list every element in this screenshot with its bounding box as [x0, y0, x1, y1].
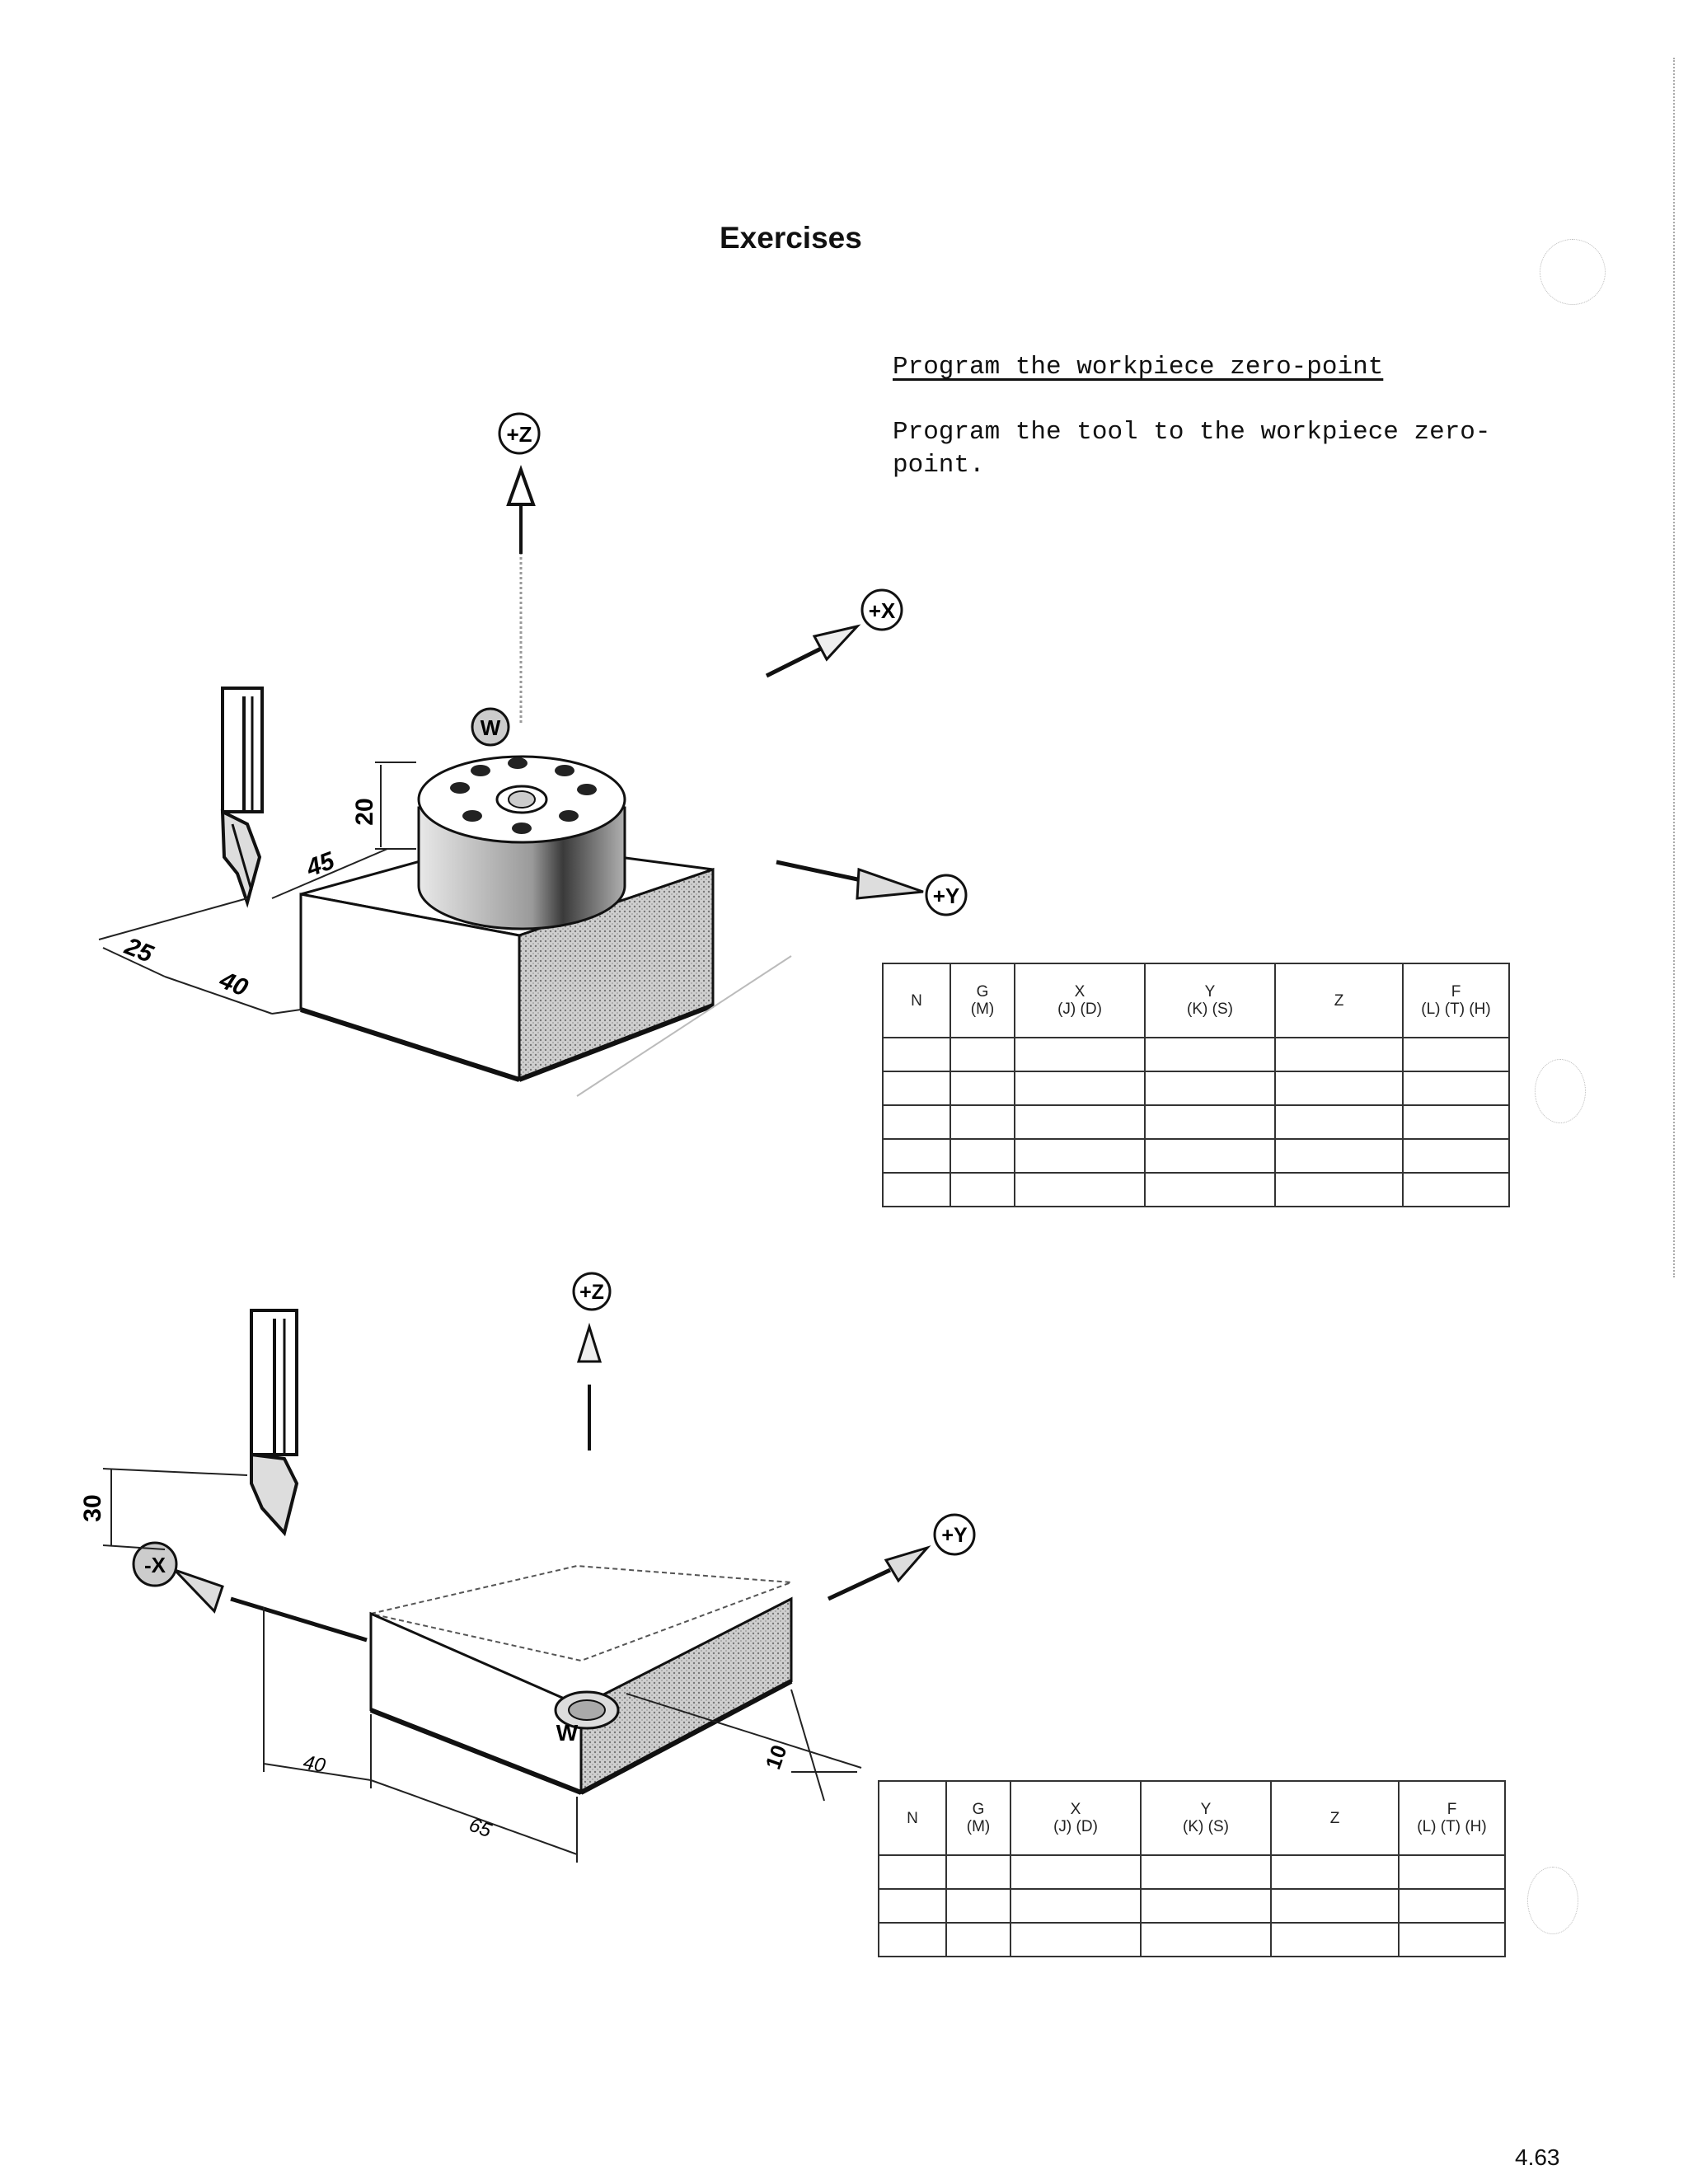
workpiece-zero-marker: W — [554, 1690, 620, 1746]
header-n: N — [878, 1780, 947, 1856]
page-title: Exercises — [720, 221, 862, 255]
task-instructions: Program the tool to the workpiece zero-p… — [893, 418, 1491, 480]
header-y: Y(K) (S) — [1144, 963, 1276, 1038]
header-g: G(M) — [945, 1780, 1011, 1856]
table-row — [878, 1888, 1506, 1924]
scan-speck — [1527, 1867, 1578, 1934]
table-header-row: N G(M) X(J) (D) Y(K) (S) Z F(L) (T) (H) — [878, 1780, 1506, 1856]
dimension-lines — [98, 762, 416, 1015]
header-f: F(L) (T) (H) — [1398, 1780, 1506, 1856]
task-heading: Program the workpiece zero-point — [893, 353, 1384, 382]
header-f: F(L) (T) (H) — [1402, 963, 1510, 1038]
y-axis-label: +Y — [933, 883, 960, 908]
header-g: G(M) — [950, 963, 1015, 1038]
scan-speck — [1535, 1059, 1586, 1123]
header-x: X(J) (D) — [1014, 963, 1146, 1038]
dimension-lines — [102, 1468, 862, 1863]
rectangular-block — [369, 1564, 793, 1795]
page-number: 4.63 — [1515, 2144, 1560, 2170]
table-row — [882, 1172, 1510, 1207]
dim-height-30: 30 — [79, 1494, 106, 1521]
header-y: Y(K) (S) — [1140, 1780, 1272, 1856]
table-row — [882, 1037, 1510, 1072]
program-table-2: N G(M) X(J) (D) Y(K) (S) Z F(L) (T) (H) — [878, 1780, 1506, 1957]
margin-dotted-line — [1673, 58, 1675, 1277]
y-axis-arrow: +Y — [827, 1513, 976, 1601]
z-axis-label: +Z — [579, 1281, 604, 1304]
table-header-row: N G(M) X(J) (D) Y(K) (S) Z F(L) (T) (H) — [882, 963, 1510, 1038]
cylinder-workpiece — [417, 755, 626, 930]
table-row — [882, 1138, 1510, 1174]
table-row — [878, 1922, 1506, 1957]
table-row — [882, 1104, 1510, 1140]
table-row — [882, 1071, 1510, 1106]
y-axis-label: +Y — [941, 1524, 968, 1547]
header-x: X(J) (D) — [1010, 1780, 1142, 1856]
zero-point-label: W — [481, 715, 501, 740]
x-axis-arrow: +X — [765, 588, 903, 678]
dim-offset-40: 40 — [302, 1751, 328, 1777]
z-axis-arrow: +Z — [498, 412, 541, 725]
workpiece-zero-marker: W — [471, 707, 510, 747]
z-axis-label: +Z — [506, 422, 532, 447]
dim-height-20: 20 — [351, 798, 378, 825]
header-z: Z — [1270, 1780, 1400, 1856]
negative-x-axis-arrow: -X — [132, 1541, 368, 1643]
dim-depth-10: 10 — [761, 1741, 792, 1772]
table-row — [878, 1854, 1506, 1890]
header-n: N — [882, 963, 951, 1038]
end-mill-tool — [220, 687, 264, 908]
x-axis-label: -X — [144, 1553, 166, 1577]
zero-point-label: W — [556, 1720, 579, 1746]
end-mill-tool — [250, 1309, 299, 1537]
dim-offset-65: 65 — [466, 1814, 495, 1843]
scan-speck — [1540, 239, 1606, 305]
z-axis-arrow: +Z — [572, 1272, 612, 1451]
program-table-1: N G(M) X(J) (D) Y(K) (S) Z F(L) (T) (H) — [882, 963, 1510, 1207]
y-axis-arrow: +Y — [776, 860, 968, 916]
header-z: Z — [1274, 963, 1404, 1038]
x-axis-label: +X — [869, 598, 896, 623]
